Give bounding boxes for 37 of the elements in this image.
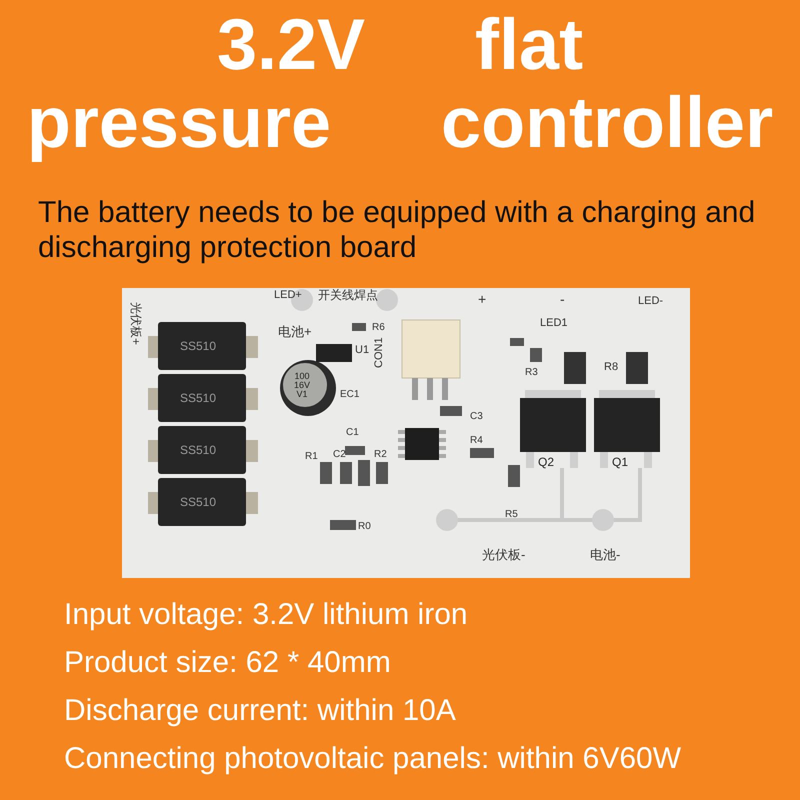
silkscreen-label: Q2 (538, 456, 554, 468)
subtitle: The battery needs to be equipped with a charging and discharging protection board (38, 196, 756, 265)
silkscreen-label: LED+ (274, 290, 302, 301)
spec-line: Input voltage: 3.2V lithium iron (64, 600, 468, 630)
component-marking: SS510 (180, 444, 216, 456)
spec-line: Connecting photovoltaic panels: within 6V60W (64, 744, 682, 774)
title: 3.2V flat pressure controller (26, 6, 774, 162)
silkscreen-label: R1 (305, 452, 318, 462)
component-marking: SS510 (180, 340, 216, 352)
silkscreen-label: - (560, 292, 565, 306)
silkscreen-label: LED1 (540, 318, 568, 329)
silkscreen-label: R0 (358, 522, 371, 532)
silkscreen-label: R5 (505, 510, 518, 520)
silkscreen-label: 开关线焊点 (318, 289, 378, 301)
spec-line: Product size: 62 * 40mm (64, 648, 391, 678)
component-marking: SS510 (180, 496, 216, 508)
silkscreen-label: 电池- (590, 548, 620, 561)
silkscreen-label: C1 (346, 428, 359, 438)
silkscreen-label: Q1 (612, 456, 628, 468)
silkscreen-label: 光伏板+ (130, 302, 142, 346)
silkscreen-label: LED- (638, 296, 664, 307)
silkscreen-label: R4 (470, 436, 483, 446)
component-marking: SS510 (180, 392, 216, 404)
spec-line: Discharge current: within 10A (64, 696, 456, 726)
silkscreen-label: R6 (372, 323, 385, 333)
component-marking: 100 16V V1 (292, 372, 311, 399)
silkscreen-label: EC1 (340, 390, 360, 400)
silkscreen-label: R2 (374, 450, 387, 460)
silkscreen-label: CON1 (374, 337, 385, 368)
silkscreen-label: + (478, 292, 486, 306)
silkscreen-label: 光伏板- (482, 548, 526, 561)
silkscreen-label: 电池+ (278, 325, 312, 338)
silkscreen-label: R8 (604, 362, 618, 373)
silkscreen-label: C3 (470, 412, 483, 422)
silkscreen-label: U1 (355, 345, 370, 356)
silkscreen-label: C2 (333, 450, 346, 460)
silkscreen-label: R3 (525, 368, 538, 378)
